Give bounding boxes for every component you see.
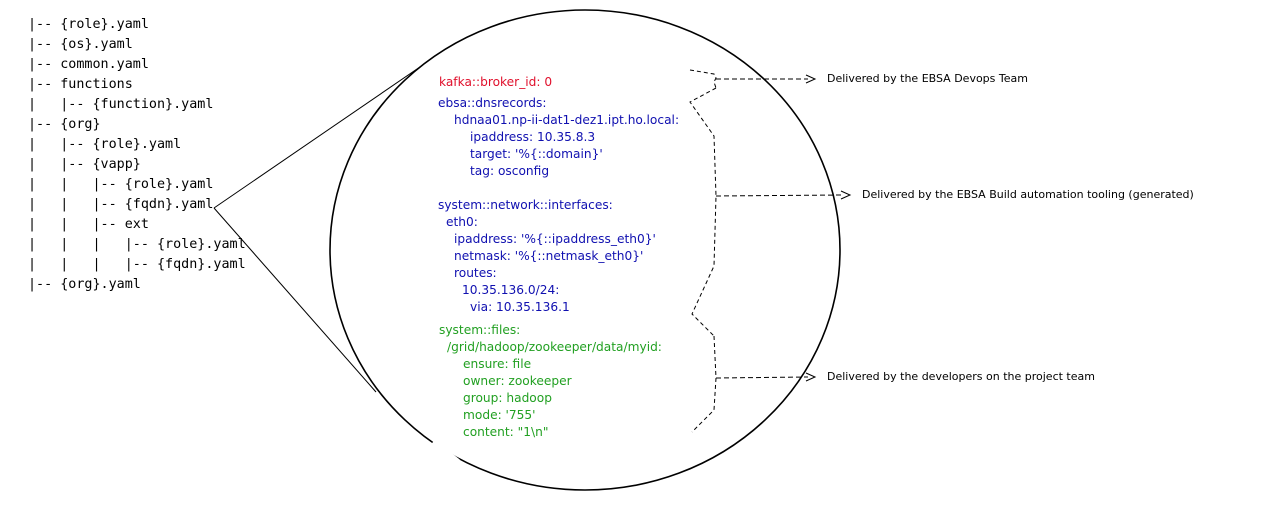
yaml-line: system::files:	[439, 323, 520, 337]
yaml-content: kafka::broker_id: 0 ebsa::dnsrecords: hd…	[438, 75, 679, 439]
yaml-line: netmask: '%{::netmask_eth0}'	[454, 249, 643, 263]
arrow-build-head	[840, 190, 852, 200]
zoom-lines	[213, 55, 437, 393]
yaml-line: mode: '755'	[463, 408, 536, 422]
tree-line: | | |-- {fqdn}.yaml	[28, 197, 213, 212]
tree-line: | | |-- {role}.yaml	[28, 177, 213, 192]
yaml-line: group: hadoop	[463, 391, 552, 405]
tree-line: | |-- {role}.yaml	[28, 137, 181, 152]
tree-line: | | |-- ext	[28, 217, 149, 232]
yaml-line: content: "1\n"	[463, 425, 548, 439]
annotation-dev: Delivered by the developers on the proje…	[827, 370, 1095, 383]
yaml-line: system::network::interfaces:	[438, 198, 613, 212]
annotations: Delivered by the EBSA Devops Team Delive…	[827, 72, 1194, 383]
yaml-line: routes:	[454, 266, 497, 280]
yaml-line: tag: osconfig	[470, 164, 549, 178]
tree-line: |-- {role}.yaml	[28, 17, 149, 32]
yaml-line: 10.35.136.0/24:	[462, 283, 559, 297]
annotation-devops: Delivered by the EBSA Devops Team	[827, 72, 1028, 85]
yaml-line: target: '%{::domain}'	[470, 147, 603, 161]
yaml-line: hdnaa01.np-ii-dat1-dez1.ipt.ho.local:	[454, 113, 679, 127]
brace-dev	[691, 335, 717, 433]
brace-connectors	[689, 69, 717, 433]
tree-line: | |-- {function}.yaml	[28, 97, 213, 112]
tree-line: | |-- {vapp}	[28, 157, 141, 172]
yaml-line: ebsa::dnsrecords:	[438, 96, 546, 110]
annotation-build: Delivered by the EBSA Build automation t…	[862, 188, 1194, 201]
file-tree: |-- {role}.yaml |-- {os}.yaml |-- common…	[28, 17, 246, 292]
yaml-line: kafka::broker_id: 0	[439, 75, 552, 89]
tree-line: | | | |-- {fqdn}.yaml	[28, 257, 246, 272]
brace-build	[689, 87, 717, 337]
yaml-line: ensure: file	[463, 357, 531, 371]
arrow-build-shaft	[715, 194, 844, 197]
tree-line: |-- {os}.yaml	[28, 37, 133, 52]
magnifier-ellipse	[329, 9, 841, 491]
annotation-arrows	[715, 74, 852, 382]
tree-line: |-- {org}	[28, 117, 101, 132]
magnifier-gap	[431, 439, 460, 465]
yaml-line: via: 10.35.136.1	[470, 300, 570, 314]
tree-line: |-- functions	[28, 77, 133, 92]
yaml-line: ipaddress: '%{::ipaddress_eth0}'	[454, 232, 656, 246]
tree-line: |-- common.yaml	[28, 57, 149, 72]
yaml-line: /grid/hadoop/zookeeper/data/myid:	[447, 340, 662, 354]
tree-line: |-- {org}.yaml	[28, 277, 141, 292]
arrow-dev-head	[805, 372, 817, 382]
yaml-line: eth0:	[446, 215, 478, 229]
brace-devops	[689, 69, 717, 89]
arrow-dev-shaft	[715, 376, 809, 379]
zoom-line-top	[213, 55, 437, 209]
tree-line: | | | |-- {role}.yaml	[28, 237, 246, 252]
yaml-line: owner: zookeeper	[463, 374, 573, 388]
arrow-devops-head	[805, 74, 817, 84]
yaml-line: ipaddress: 10.35.8.3	[470, 130, 595, 144]
zoom-line-bottom	[213, 207, 377, 393]
